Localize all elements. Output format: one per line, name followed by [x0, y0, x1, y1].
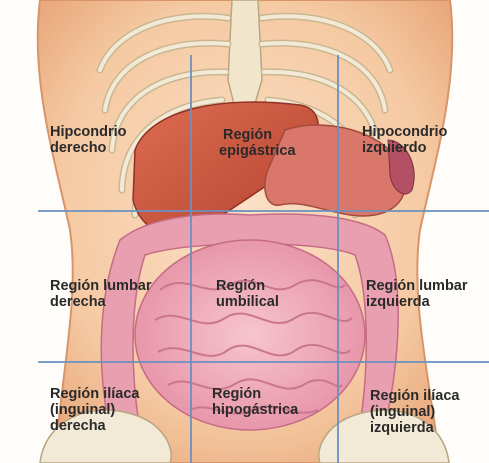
label-hipocondrio-izquierdo: Hipocondrio izquierdo	[362, 124, 447, 156]
label-region-lumbar-izquierda: Región lumbar izquierda	[366, 278, 468, 310]
label-region-umbilical: Región umbilical	[216, 278, 279, 310]
label-region-lumbar-derecha: Región lumbar derecha	[50, 278, 152, 310]
label-region-iliaca-derecha: Región ilíaca (inguinal) derecha	[50, 386, 139, 434]
label-region-epigastrica: Región epigástrica	[219, 127, 296, 159]
label-region-hipogastrica: Región hipogástrica	[212, 386, 298, 418]
label-hipocondrio-derecho: Hipcondrio derecho	[50, 124, 127, 156]
label-region-iliaca-izquierda: Región ilíaca (inguinal) izquierda	[370, 388, 459, 436]
